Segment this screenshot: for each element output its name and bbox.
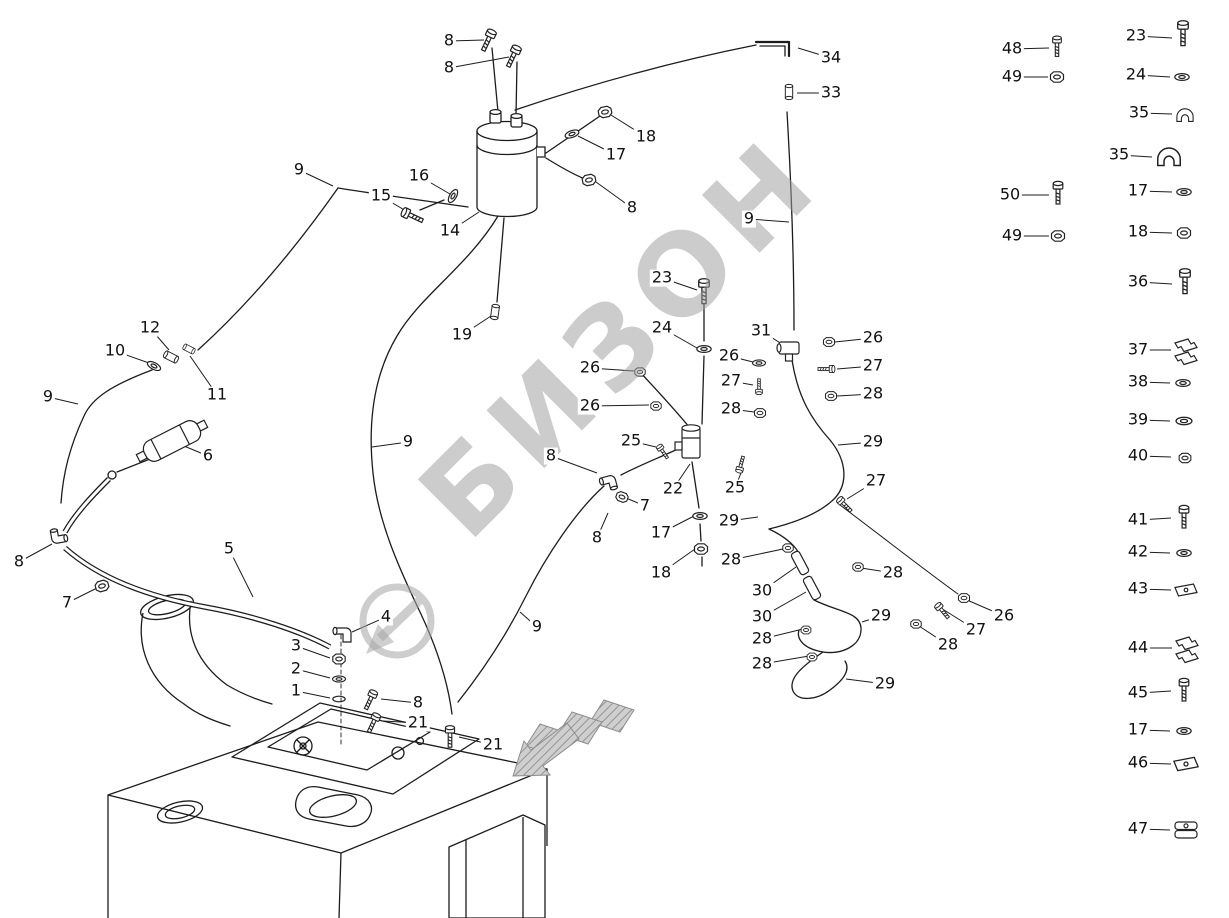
part-number-label: 9 xyxy=(291,159,307,179)
reservoir-canister xyxy=(476,108,546,218)
part-number-label: 33 xyxy=(818,82,844,102)
part-number-label: 2 xyxy=(288,658,304,678)
part-number-label: 26 xyxy=(716,345,742,365)
part-number-label: 43 xyxy=(1125,578,1151,598)
part-number-label: 16 xyxy=(406,165,432,185)
part-number-label: 41 xyxy=(1125,509,1151,529)
part-number-label: 29 xyxy=(860,431,886,451)
part-number-label: 31 xyxy=(748,320,774,340)
part-number-label: 28 xyxy=(718,549,744,569)
part-number-label: 8 xyxy=(589,527,605,547)
part-number-label: 4 xyxy=(378,606,394,626)
part-number-label: 30 xyxy=(749,606,775,626)
part-number-label: 28 xyxy=(749,653,775,673)
part-number-label: 26 xyxy=(860,327,886,347)
part-number-label: 26 xyxy=(577,395,603,415)
part-number-label: 28 xyxy=(718,398,744,418)
part-number-label: 17 xyxy=(603,144,629,164)
part-number-label: 36 xyxy=(1125,271,1151,291)
part-number-label: 7 xyxy=(637,495,653,515)
part-number-label: 9 xyxy=(400,431,416,451)
part-number-label: 48 xyxy=(999,38,1025,58)
part-number-label: 42 xyxy=(1125,541,1151,561)
hardware-glyphs xyxy=(49,20,1199,839)
part-number-label: 24 xyxy=(649,317,675,337)
part-number-label: 17 xyxy=(1125,180,1151,200)
part-number-label: 37 xyxy=(1125,339,1151,359)
part-number-label: 29 xyxy=(872,673,898,693)
part-number-label: 29 xyxy=(868,605,894,625)
part-number-label: 45 xyxy=(1125,682,1151,702)
fuel-tank xyxy=(107,593,548,918)
part-number-label: 17 xyxy=(1125,719,1151,739)
part-number-label: 39 xyxy=(1125,409,1151,429)
part-number-label: 21 xyxy=(405,712,431,732)
tube-lines xyxy=(60,40,959,745)
part-number-label: 34 xyxy=(818,47,844,67)
part-number-label: 8 xyxy=(441,57,457,77)
part-number-label: 49 xyxy=(999,225,1025,245)
part-number-label: 44 xyxy=(1125,637,1151,657)
part-number-label: 27 xyxy=(860,355,886,375)
part-number-label: 6 xyxy=(200,445,216,465)
part-number-label: 38 xyxy=(1125,371,1151,391)
part-number-label: 27 xyxy=(863,470,889,490)
part-number-label: 46 xyxy=(1125,752,1151,772)
filler-hose xyxy=(62,477,332,650)
part-number-label: 18 xyxy=(648,562,674,582)
part-number-label: 9 xyxy=(741,208,757,228)
part-number-label: 21 xyxy=(480,734,506,754)
part-number-label: 8 xyxy=(441,30,457,50)
part-number-label: 29 xyxy=(716,510,742,530)
part-number-label: 10 xyxy=(102,340,128,360)
part-number-label: 26 xyxy=(577,357,603,377)
part-number-label: 1 xyxy=(288,680,304,700)
part-number-label: 28 xyxy=(860,383,886,403)
part-number-label: 18 xyxy=(1125,221,1151,241)
part-number-label: 11 xyxy=(204,384,230,404)
part-number-label: 24 xyxy=(1123,64,1149,84)
direction-arrow xyxy=(512,699,635,777)
part-number-label: 23 xyxy=(1123,25,1149,45)
part-number-label: 23 xyxy=(649,267,675,287)
part-number-label: 8 xyxy=(624,197,640,217)
part-number-label: 17 xyxy=(648,522,674,542)
part-number-label: 18 xyxy=(633,126,659,146)
part-number-label: 8 xyxy=(11,551,27,571)
part-number-label: 25 xyxy=(618,430,644,450)
part-number-label: 40 xyxy=(1125,445,1151,465)
part-number-label: 28 xyxy=(935,634,961,654)
part-number-label: 9 xyxy=(529,616,545,636)
part-number-label: 28 xyxy=(749,628,775,648)
part-number-label: 35 xyxy=(1106,144,1132,164)
part-number-label: 22 xyxy=(660,478,686,498)
part-number-label: 25 xyxy=(722,477,748,497)
part-number-label: 7 xyxy=(59,592,75,612)
part-number-label: 8 xyxy=(410,692,426,712)
part-number-label: 15 xyxy=(368,185,394,205)
part-number-label: 35 xyxy=(1126,102,1152,122)
part-number-label: 47 xyxy=(1125,818,1151,838)
part-number-label: 19 xyxy=(449,324,475,344)
part-number-label: 14 xyxy=(437,220,463,240)
part-number-label: 5 xyxy=(221,538,237,558)
part-number-label: 30 xyxy=(749,580,775,600)
part-number-label: 26 xyxy=(991,605,1017,625)
part-number-label: 8 xyxy=(543,445,559,465)
part-number-label: 27 xyxy=(718,370,744,390)
part-number-label: 9 xyxy=(40,386,56,406)
part-number-label: 49 xyxy=(999,66,1025,86)
part-number-label: 27 xyxy=(963,619,989,639)
part-number-label: 28 xyxy=(880,562,906,582)
part-number-label: 3 xyxy=(288,635,304,655)
part-number-label: 50 xyxy=(997,184,1023,204)
part-number-label: 12 xyxy=(137,317,163,337)
